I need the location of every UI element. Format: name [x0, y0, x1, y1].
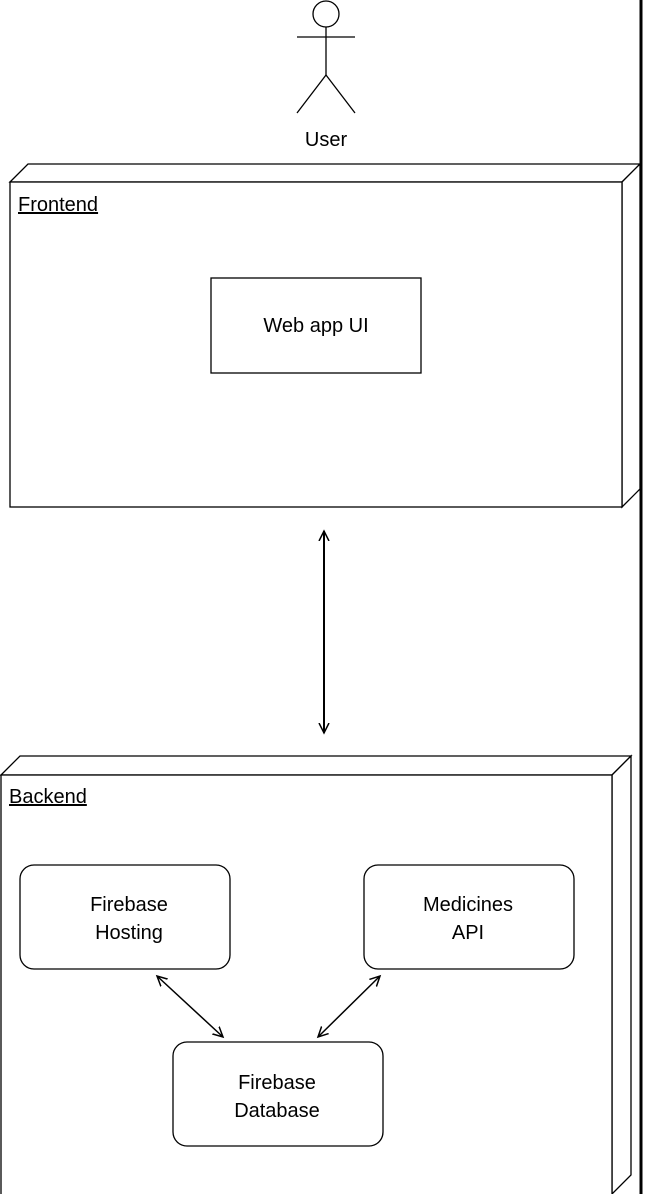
actor-head [312, 0, 340, 28]
firebase-hosting-label-line1: Firebase [90, 894, 168, 916]
firebase-database-component[interactable] [172, 1041, 384, 1147]
medicines-api-label-line1: Medicines [423, 894, 513, 916]
actor-leg-left [296, 74, 327, 114]
firebase-hosting-component[interactable] [19, 864, 231, 970]
actor-leg-right [325, 74, 356, 114]
frontend-node-side [621, 162, 641, 509]
actor-user[interactable]: User [296, 0, 356, 151]
frontend-node-top [8, 163, 642, 183]
backend-node-side [611, 754, 632, 1196]
medicines-api-label-line2: API [452, 922, 484, 944]
hosting-database-connector[interactable] [157, 976, 223, 1037]
frontend-node[interactable]: Frontend Web app UI [8, 162, 642, 509]
firebase-database-label-line1: Firebase [238, 1072, 316, 1094]
frontend-node-label: Frontend [18, 194, 98, 216]
medicines-api-component[interactable] [363, 864, 575, 970]
firebase-hosting-label-line2: Hosting [95, 922, 163, 944]
actor-label: User [305, 129, 348, 151]
api-database-connector[interactable] [318, 976, 380, 1037]
backend-node[interactable]: Backend Firebase Hosting Medicines API F… [0, 754, 633, 1199]
backend-node-label: Backend [9, 786, 87, 808]
firebase-database-label-line2: Database [234, 1100, 320, 1122]
web-app-ui-label: Web app UI [263, 315, 368, 337]
web-app-ui-component[interactable] [210, 277, 422, 374]
backend-node-top [0, 755, 633, 776]
